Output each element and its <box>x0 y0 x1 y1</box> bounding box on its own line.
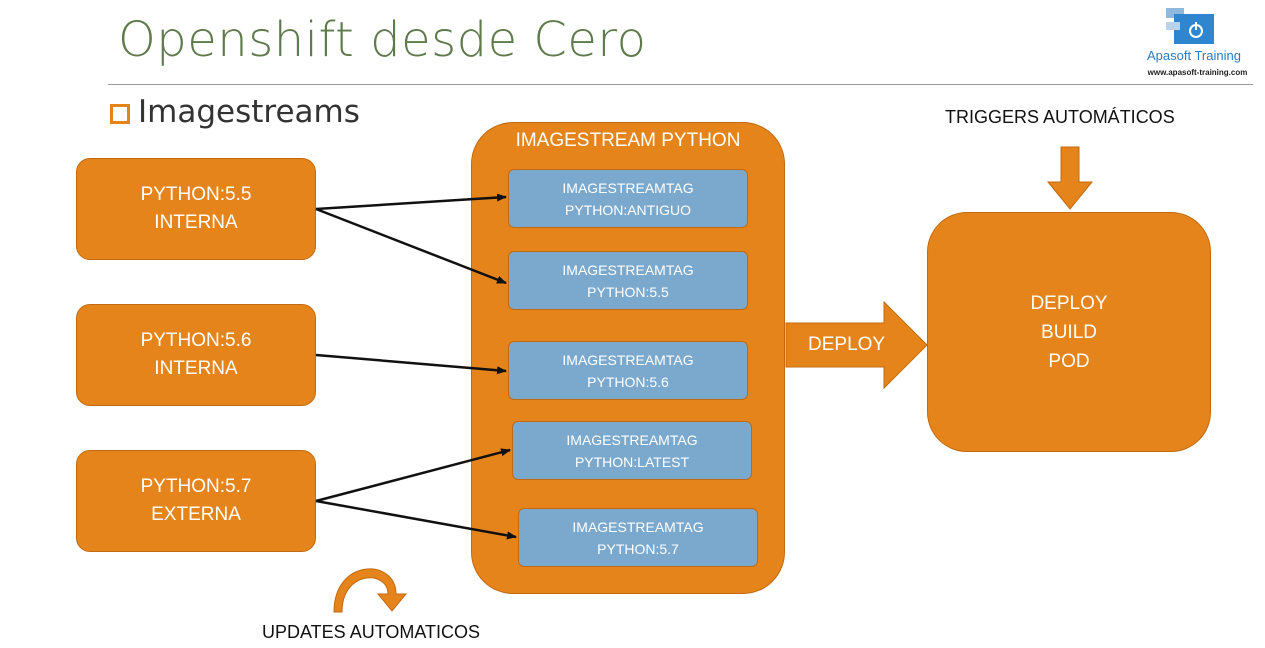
imagestreamtag-antiguo: IMAGESTREAMTAG PYTHON:ANTIGUO <box>508 169 748 228</box>
target-line-pod: POD <box>1048 350 1090 372</box>
source-line2: EXTERNA <box>151 504 241 525</box>
target-line-build: BUILD <box>1041 321 1097 343</box>
section-heading: Imagestreams <box>110 92 360 132</box>
connector-5-6-to-5-6 <box>315 353 507 375</box>
connector-5-5-to-antiguo <box>315 193 507 211</box>
tag-line1: IMAGESTREAMTAG <box>572 518 704 535</box>
imagestream-title: IMAGESTREAM PYTHON <box>515 130 741 151</box>
source-python-5-6: PYTHON:5.6 INTERNA <box>76 304 316 406</box>
tag-line1: IMAGESTREAMTAG <box>562 351 694 368</box>
connector-5-5-to-5-5 <box>315 207 507 285</box>
checkbox-bullet-icon <box>110 104 130 124</box>
tag-line2: PYTHON:5.7 <box>597 540 679 557</box>
logo-url: www.apasoft-training.com <box>1147 68 1248 77</box>
tag-line2: PYTHON:LATEST <box>574 453 690 470</box>
deploy-arrow <box>785 300 928 390</box>
imagestreamtag-latest: IMAGESTREAMTAG PYTHON:LATEST <box>512 421 752 480</box>
imagestreamtag-5-5: IMAGESTREAMTAG PYTHON:5.5 <box>508 251 748 310</box>
section-heading-text: Imagestreams <box>138 94 360 130</box>
source-line1: PYTHON:5.5 <box>140 184 252 205</box>
updates-curved-arrow-icon <box>333 568 408 613</box>
tag-line2: PYTHON:5.6 <box>587 373 669 390</box>
connector-5-7-to-5-7 <box>315 499 517 540</box>
source-line1: PYTHON:5.7 <box>140 476 252 497</box>
deploy-build-pod-box: DEPLOY BUILD POD <box>927 212 1211 452</box>
source-line2: INTERNA <box>154 212 238 233</box>
target-line-deploy: DEPLOY <box>1030 292 1108 314</box>
triggers-down-arrow <box>1046 146 1094 210</box>
power-icon <box>1166 8 1214 44</box>
source-line2: INTERNA <box>154 358 238 379</box>
tag-line1: IMAGESTREAMTAG <box>562 179 694 196</box>
page-title: Openshift desde Cero <box>118 12 647 68</box>
source-python-5-5: PYTHON:5.5 INTERNA <box>76 158 316 260</box>
tag-line2: PYTHON:5.5 <box>587 283 669 300</box>
title-divider <box>108 84 1253 85</box>
deploy-arrow-label: DEPLOY <box>808 334 886 355</box>
tag-line2: PYTHON:ANTIGUO <box>564 201 691 218</box>
source-python-5-7: PYTHON:5.7 EXTERNA <box>76 450 316 552</box>
imagestreamtag-5-6: IMAGESTREAMTAG PYTHON:5.6 <box>508 341 748 400</box>
tag-line1: IMAGESTREAMTAG <box>566 431 698 448</box>
source-line1: PYTHON:5.6 <box>140 330 252 351</box>
logo-name: Apasoft Training <box>1147 48 1241 63</box>
triggers-label: TRIGGERS AUTOMÁTICOS <box>945 107 1175 127</box>
imagestreamtag-5-7: IMAGESTREAMTAG PYTHON:5.7 <box>518 508 758 567</box>
connector-5-7-to-latest <box>315 448 511 503</box>
tag-line1: IMAGESTREAMTAG <box>562 261 694 278</box>
updates-label: UPDATES AUTOMATICOS <box>262 622 481 642</box>
